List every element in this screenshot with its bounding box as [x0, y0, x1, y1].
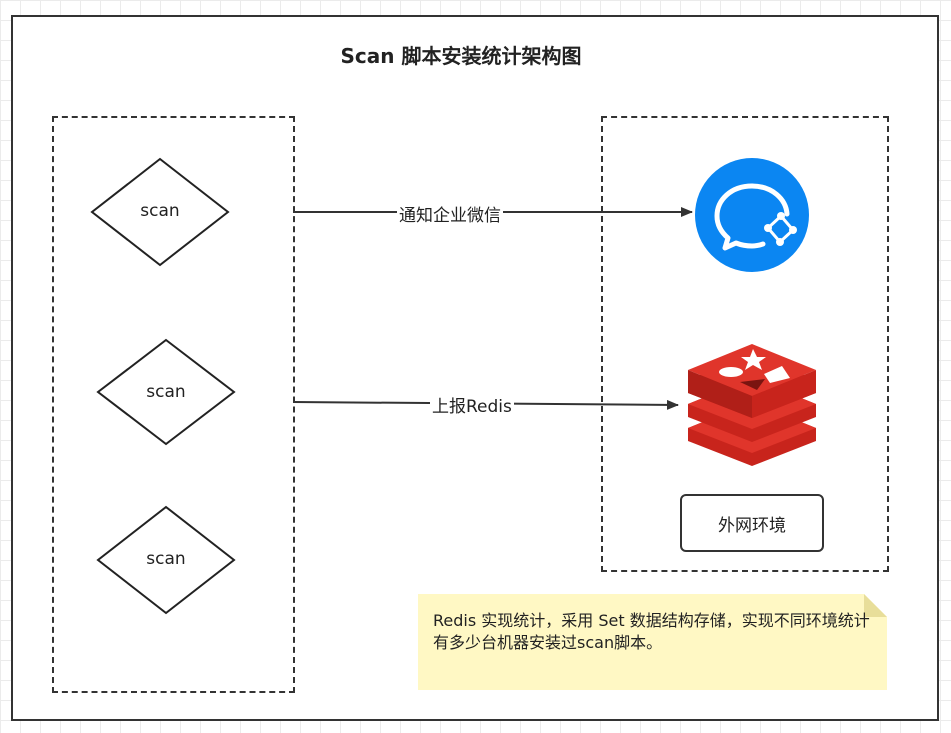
scan-diamond-1[interactable] [90, 157, 230, 267]
note-sticky [418, 594, 887, 690]
external-env-group-box [601, 116, 889, 572]
redis-icon [688, 344, 816, 466]
diagram-title: Scan 脚本安装统计架构图 [340, 44, 582, 68]
note: Redis 实现统计，采用 Set 数据结构存储，实现不同环境统计有多少台机器安… [418, 594, 887, 690]
edge-notify-label: 通知企业微信 [397, 201, 503, 226]
scan-diamond-3[interactable] [96, 505, 236, 615]
note-text: Redis 实现统计，采用 Set 数据结构存储，实现不同环境统计有多少台机器安… [433, 611, 870, 652]
edge-report-label: 上报Redis [430, 392, 514, 417]
scan-label-2: scan [146, 382, 186, 402]
scan-label-1: scan [140, 201, 180, 221]
scan-diamond-2[interactable] [96, 338, 236, 446]
scan-label-3: scan [146, 549, 186, 569]
external-env-label: 外网环境 [718, 515, 786, 536]
scan-group-box [52, 116, 295, 693]
external-env-node[interactable]: 外网环境 [680, 494, 824, 552]
wecom-icon [695, 158, 809, 272]
